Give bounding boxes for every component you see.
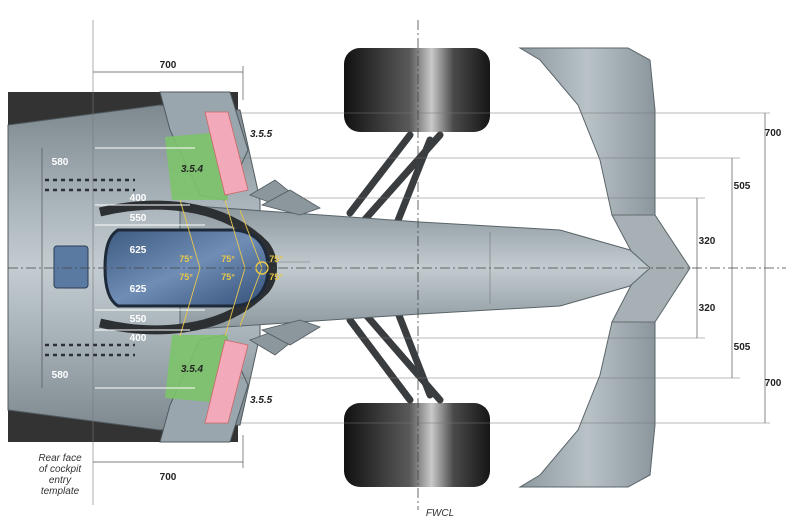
zone-355-top: [204, 111, 249, 196]
right-505-top: 505: [734, 181, 751, 192]
dim-580-bottom: 580: [52, 370, 69, 381]
svg-text:75°: 75°: [269, 272, 283, 282]
svg-text:entry: entry: [49, 475, 72, 486]
sidepod-vents-top: [45, 178, 135, 192]
dim-550-top: 550: [130, 213, 147, 224]
front-suspension: [346, 131, 444, 404]
dim-580-top: 580: [52, 157, 69, 168]
svg-text:Rear face: Rear face: [38, 453, 82, 464]
dim-700-bottom: 700: [160, 472, 177, 483]
rear-face-caption: Rear face of cockpit entry template: [38, 453, 82, 497]
halo: [98, 200, 277, 335]
right-505-bottom: 505: [734, 342, 751, 353]
ref-355-bottom: 3.5.5: [250, 395, 273, 406]
front-tyre-bottom: [344, 403, 490, 487]
ref-355-top: 3.5.5: [250, 129, 273, 140]
dim-625-bottom: 625: [130, 284, 147, 295]
fwcl-label: FWCL: [426, 508, 454, 519]
right-700-bottom: 700: [765, 378, 782, 389]
angle-lines: [179, 199, 263, 337]
front-tyres: [344, 48, 490, 487]
dimension-lines: [41, 66, 770, 468]
svg-text:of cockpit: of cockpit: [39, 464, 82, 475]
dim-400-top: 400: [130, 193, 147, 204]
svg-text:75°: 75°: [221, 272, 235, 282]
sidepod-vents-bottom: [45, 343, 135, 357]
cockpit: [53, 200, 310, 335]
angle-labels: 75° 75° 75° 75° 75° 75°: [179, 254, 283, 282]
cockpit-opening: [103, 228, 270, 308]
svg-text:75°: 75°: [179, 272, 193, 282]
ref-354-top: 3.5.4: [181, 164, 204, 175]
svg-text:75°: 75°: [269, 254, 283, 264]
front-wing-lower: [518, 321, 656, 488]
dim-700-top: 700: [160, 60, 177, 71]
dim-625-top: 625: [130, 245, 147, 256]
right-320-bottom: 320: [699, 303, 716, 314]
right-700-top: 700: [765, 128, 782, 139]
bargeboards: [249, 179, 321, 356]
front-wing: [518, 47, 691, 488]
zone-354-top: [165, 132, 228, 200]
front-wing-upper: [518, 47, 656, 216]
right-320-top: 320: [699, 236, 716, 247]
svg-text:75°: 75°: [221, 254, 235, 264]
dim-400-bottom: 400: [130, 333, 147, 344]
ref-354-bottom: 3.5.4: [181, 364, 204, 375]
svg-text:template: template: [41, 486, 80, 497]
front-tyre-top: [344, 48, 490, 132]
dim-550-bottom: 550: [130, 314, 147, 325]
zone-354-bottom: [165, 335, 228, 403]
headrest-block: [53, 245, 89, 289]
svg-text:75°: 75°: [179, 254, 193, 264]
zone-355-bottom: [204, 339, 249, 424]
